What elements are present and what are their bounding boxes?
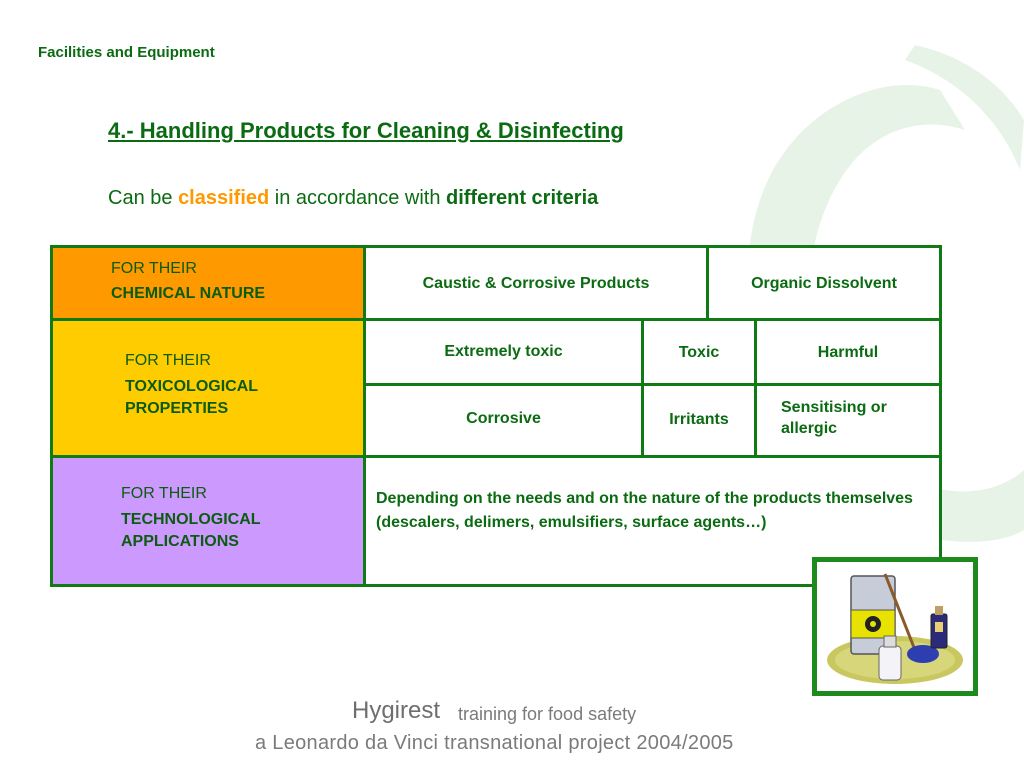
subtitle-bold: different criteria bbox=[446, 187, 599, 209]
value-sensitising: Sensitising or allergic bbox=[781, 399, 887, 437]
category-label-toxicological: FOR THEIR TOXICOLOGICAL PROPERTIES bbox=[125, 350, 325, 420]
category-prefix: FOR THEIR bbox=[121, 485, 207, 502]
value-harmful: Harmful bbox=[817, 344, 879, 361]
category-name: TOXICOLOGICAL PROPERTIES bbox=[125, 378, 258, 417]
value-extremely-toxic: Extremely toxic bbox=[444, 343, 563, 360]
category-label-technological: FOR THEIR TECHNOLOGICAL APPLICATIONS bbox=[121, 483, 341, 553]
category-name: CHEMICAL NATURE bbox=[111, 285, 266, 302]
subtitle-text: Can be bbox=[108, 187, 179, 209]
subtitle: Can be classified in accordance with dif… bbox=[108, 187, 598, 210]
category-prefix: FOR THEIR bbox=[111, 260, 197, 277]
value-technological: Depending on the needs and on the nature… bbox=[376, 490, 913, 531]
value-corrosive: Corrosive bbox=[466, 410, 541, 427]
value-caustic: Caustic & Corrosive Products bbox=[422, 275, 650, 292]
value-cell bbox=[641, 318, 757, 386]
category-prefix: FOR THEIR bbox=[125, 352, 211, 369]
value-organic: Organic Dissolvent bbox=[751, 275, 897, 292]
value-cell bbox=[706, 245, 942, 321]
value-toxic: Toxic bbox=[678, 344, 720, 361]
value-cell bbox=[754, 318, 942, 386]
value-irritants: Irritants bbox=[669, 411, 729, 428]
subtitle-highlight: classified bbox=[178, 187, 270, 209]
footer-project: a Leonardo da Vinci transnational projec… bbox=[255, 732, 734, 754]
category-label-chemical: FOR THEIR CHEMICAL NATURE bbox=[111, 258, 265, 305]
category-name: TECHNOLOGICAL APPLICATIONS bbox=[121, 511, 261, 550]
cleaning-products-clipart bbox=[812, 557, 978, 696]
value-cell bbox=[754, 383, 942, 458]
category-cell-technological bbox=[50, 455, 366, 587]
footer-tagline: training for food safety bbox=[458, 704, 637, 724]
cleaning-products-icon bbox=[827, 573, 963, 684]
slide-title: 4.- Handling Products for Cleaning & Dis… bbox=[108, 118, 624, 143]
footer-brand: Hygirest bbox=[352, 697, 441, 724]
category-cell-toxicological bbox=[50, 318, 366, 458]
subtitle-text-2: in accordance with bbox=[269, 187, 446, 209]
section-label: Facilities and Equipment bbox=[38, 44, 215, 61]
